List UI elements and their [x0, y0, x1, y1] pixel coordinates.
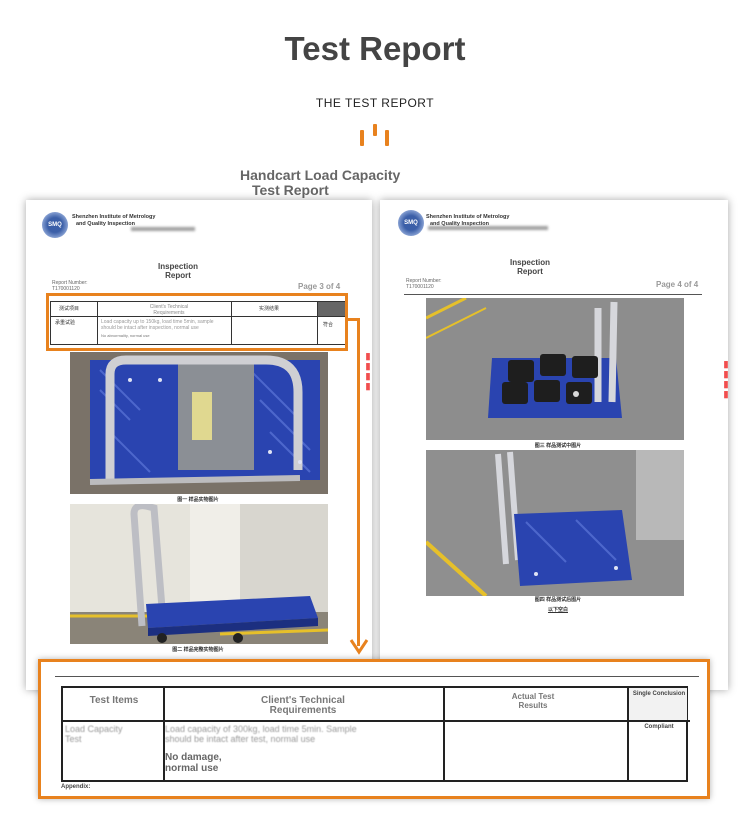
- report-page-3: SMQ Shenzhen Institute of Metrology and …: [26, 200, 372, 690]
- col-results-line2: Results: [518, 701, 548, 710]
- mini-col-requirements: Client's Technical Requirements: [149, 304, 189, 316]
- cart-after-photo: [426, 450, 684, 596]
- smq-logo-icon: SMQ: [398, 210, 424, 236]
- inspection-title-line1: Inspection: [509, 258, 550, 267]
- report-number-label: Report Number:: [406, 278, 442, 284]
- highlight-box: [46, 293, 348, 351]
- blurred-text: [428, 226, 548, 230]
- report-number-value: T170001120: [406, 284, 434, 290]
- report-number-label: Report Number:: [52, 280, 88, 286]
- org-name: Shenzhen Institute of Metrology and Qual…: [426, 214, 509, 228]
- inspection-title-line2: Report: [517, 267, 543, 276]
- org-name-line2: and Quality Inspection: [430, 221, 489, 227]
- zoom-rule: [55, 676, 699, 677]
- mini-row-requirement: Load capacity up to 150kg, load time 5mi…: [101, 319, 214, 331]
- cart-loaded-photo: [426, 298, 684, 440]
- result-table: Test Items Client's Technical Requiremen…: [61, 686, 690, 782]
- divider-mark-icon: [357, 124, 393, 150]
- page-number: Page 4 of 4: [656, 280, 699, 289]
- mini-col-results: 实测结果: [259, 306, 280, 312]
- col-requirements: Client's Technical Requirements: [213, 696, 393, 716]
- row-requirement: Load capacity of 300kg, load time 5min. …: [165, 724, 441, 744]
- org-name-line2: and Quality Inspection: [76, 221, 135, 227]
- col-conclusion: Single Conclusion: [632, 691, 686, 697]
- col-results: Actual Test Results: [463, 692, 603, 710]
- appendix-label: Appendix:: [61, 784, 91, 790]
- cart-top-photo: [70, 352, 328, 494]
- mini-col-items: 测试项目: [59, 306, 80, 312]
- inspection-title-line1: Inspection: [157, 262, 198, 271]
- document-heading-line1: Handcart Load Capacity: [240, 167, 401, 183]
- document-heading: Handcart Load Capacity Test Report: [240, 168, 470, 198]
- inspection-title-line2: Report: [165, 271, 191, 280]
- row-conclusion: Compliant: [644, 724, 674, 730]
- org-name-line1: Shenzhen Institute of Metrology: [426, 214, 510, 220]
- page-number: Page 3 of 4: [298, 282, 341, 291]
- smq-logo-icon: SMQ: [42, 212, 68, 238]
- photo-caption-4: 图四 样品测试后图片: [534, 597, 582, 603]
- row-test-item-line1: Load Capacity: [65, 724, 123, 734]
- blurred-cell: [318, 302, 346, 316]
- mini-row-conclusion: 符合: [323, 322, 334, 328]
- org-name: Shenzhen Institute of Metrology and Qual…: [72, 214, 155, 228]
- photo-caption-3: 图三 样品测试中图片: [534, 443, 582, 449]
- col-results-line1: Actual Test: [511, 692, 555, 701]
- stamp-mark: ▮▮▮▮: [722, 360, 732, 400]
- end-of-report-text: 以下空白: [547, 607, 568, 613]
- mini-row-result: No abnormality, normal use: [101, 333, 150, 338]
- inspection-title: Inspection Report: [146, 262, 210, 280]
- blurred-text: [131, 227, 195, 231]
- row-test-item: Load Capacity Test: [65, 724, 161, 744]
- arrow-down-icon: [349, 639, 369, 655]
- photo-caption-1: 图一 样品实物图片: [177, 497, 219, 503]
- col-requirements-line2: Requirements: [269, 705, 337, 716]
- result-table-mini: 测试项目 Client's Technical Requirements 实测结…: [50, 301, 346, 345]
- org-name-line1: Shenzhen Institute of Metrology: [72, 214, 156, 220]
- report-page-4: SMQ Shenzhen Institute of Metrology and …: [380, 200, 728, 690]
- row-test-item-line2: Test: [65, 734, 82, 744]
- row-requirement-line1: Load capacity of 300kg, load time 5min. …: [165, 724, 357, 734]
- arrow-connector: [346, 318, 360, 321]
- report-number: Report Number: T170001120: [406, 278, 442, 290]
- page-title: Test Report: [284, 30, 466, 67]
- mini-row-item: 承重试验: [55, 320, 76, 326]
- arrow-connector: [357, 318, 360, 646]
- report-number-value: T170001120: [52, 286, 80, 292]
- row-requirement-line2: should be intact after test, normal use: [165, 734, 316, 744]
- stamp-mark: ▮▮▮▮: [364, 352, 374, 392]
- header-rule: [404, 294, 702, 295]
- document-heading-line2: Test Report: [252, 182, 329, 198]
- page-subtitle: THE TEST REPORT: [315, 96, 435, 110]
- photo-caption-2: 图二 样品完整实物图片: [172, 647, 224, 653]
- col-test-items: Test Items: [89, 695, 139, 706]
- inspection-title: Inspection Report: [498, 258, 562, 276]
- zoomed-result-table: Test Items Client's Technical Requiremen…: [38, 659, 710, 799]
- cart-side-photo: [70, 504, 328, 644]
- report-number: Report Number: T170001120: [52, 280, 88, 292]
- row-result-line1: No damage,: [165, 752, 222, 763]
- row-result-line2: normal use: [165, 763, 219, 774]
- col-requirements-line1: Client's Technical: [261, 695, 345, 706]
- row-result: No damage, normal use: [165, 752, 315, 774]
